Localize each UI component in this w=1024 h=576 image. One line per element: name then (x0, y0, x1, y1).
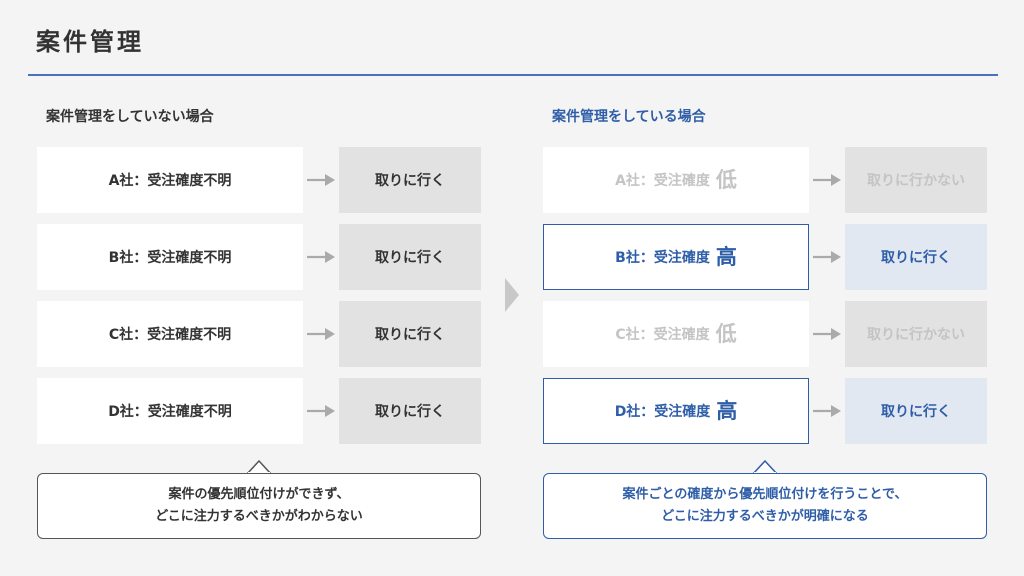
right-callout: 案件ごとの確度から優先順位付けを行うことで、 どこに注力するべきかが明確になる (543, 473, 987, 539)
company-box: C社：受注確度 低 (543, 301, 809, 367)
company-label: C社：受注確度 (615, 327, 710, 343)
action-box: 取りに行く (339, 224, 481, 290)
action-box: 取りに行かない (845, 147, 987, 213)
chevron-right-icon (505, 278, 519, 312)
left-section-heading: 案件管理をしていない場合 (46, 109, 214, 125)
probability-level: 低 (715, 321, 737, 346)
callout-tail (753, 460, 777, 474)
callout-line-2: どこに注力するべきかがわからない (155, 509, 363, 524)
action-box: 取りに行く (845, 378, 987, 444)
arrow-right-icon (813, 405, 841, 417)
company-box: D社：受注確度 高 (543, 378, 809, 444)
company-box: B社：受注確度 高 (543, 224, 809, 290)
company-box: A社：受注確度 低 (543, 147, 809, 213)
action-box: 取りに行く (339, 378, 481, 444)
arrow-right-icon (813, 251, 841, 263)
arrow-right-icon (813, 328, 841, 340)
page-title: 案件管理 (36, 28, 144, 56)
probability-level: 低 (715, 167, 737, 192)
action-box: 取りに行かない (845, 301, 987, 367)
callout-line-1: 案件ごとの確度から優先順位付けを行うことで、 (622, 487, 908, 502)
callout-tail (247, 460, 271, 474)
action-box: 取りに行く (845, 224, 987, 290)
arrow-right-icon (307, 328, 335, 340)
left-callout: 案件の優先順位付けができず、 どこに注力するべきかがわからない (37, 473, 481, 539)
action-box: 取りに行く (339, 301, 481, 367)
company-label: A社：受注確度 (615, 173, 710, 189)
callout-line-1: 案件の優先順位付けができず、 (168, 487, 350, 502)
company-label: B社：受注確度 (615, 250, 710, 266)
probability-level: 高 (715, 244, 737, 269)
callout-line-2: どこに注力するべきかが明確になる (661, 509, 869, 524)
company-box: B社：受注確度不明 (37, 224, 303, 290)
arrow-right-icon (813, 174, 841, 186)
arrow-right-icon (307, 174, 335, 186)
company-box: D社：受注確度不明 (37, 378, 303, 444)
arrow-right-icon (307, 405, 335, 417)
company-label: D社：受注確度 (614, 404, 711, 420)
arrow-right-icon (307, 251, 335, 263)
company-box: A社：受注確度不明 (37, 147, 303, 213)
action-box: 取りに行く (339, 147, 481, 213)
probability-level: 高 (716, 398, 738, 423)
company-box: C社：受注確度不明 (37, 301, 303, 367)
title-divider (28, 74, 998, 76)
right-section-heading: 案件管理をしている場合 (552, 109, 706, 125)
